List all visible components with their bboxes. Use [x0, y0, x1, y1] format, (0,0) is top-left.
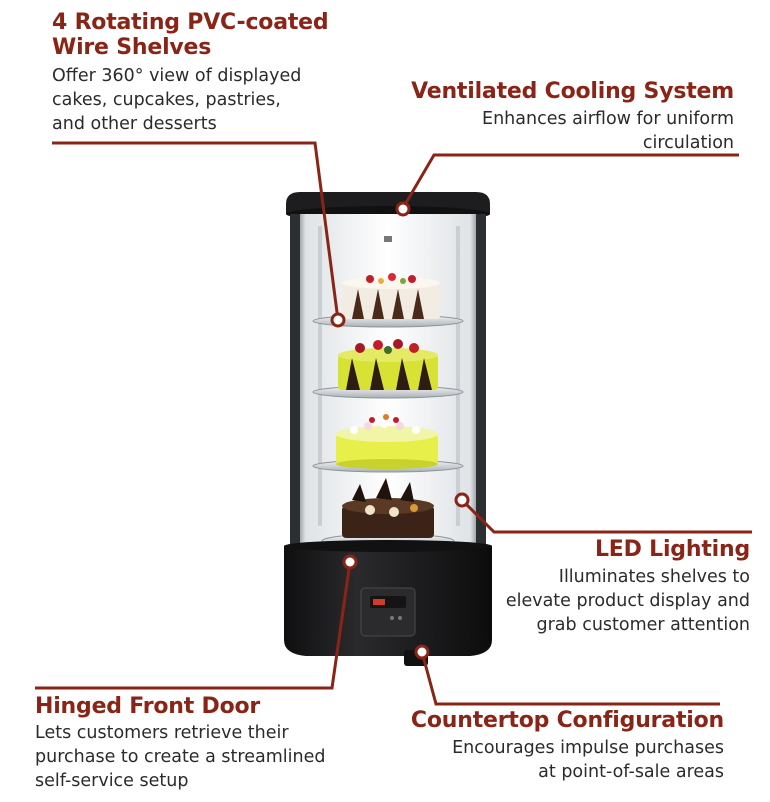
feature-title-led: LED Lighting: [594, 537, 750, 562]
feature-desc-led-line3: grab customer attention: [536, 615, 751, 635]
cake-3-illustration: [336, 414, 438, 469]
feature-desc-cooling-line2: circulation: [642, 133, 734, 153]
feature-desc-cooling-line1: Enhances airflow for uniform: [482, 109, 734, 129]
feature-hinged-door: Hinged Front Door Lets customers retriev…: [35, 694, 355, 793]
feature-desc-door-line1: Lets customers retrieve their: [35, 723, 289, 743]
callout-line-countertop: [420, 651, 720, 706]
circle-dot-icon: [454, 492, 470, 508]
callout-line-led: [461, 499, 752, 534]
cake-1-illustration: [342, 273, 440, 319]
feature-ventilated-cooling: Ventilated Cooling System Enhances airfl…: [404, 79, 734, 155]
feature-desc-shelves-line3: and other desserts: [52, 114, 217, 134]
feature-countertop-configuration: Countertop Configuration Encourages impu…: [384, 708, 724, 784]
feature-title-cooling: Ventilated Cooling System: [411, 79, 734, 104]
callout-markers: [330, 201, 470, 660]
cake-2-illustration: [338, 339, 438, 390]
feature-title-door: Hinged Front Door: [35, 694, 261, 719]
feature-desc-led-line2: elevate product display and: [505, 591, 750, 611]
feature-desc-countertop-line1: Encourages impulse purchases: [452, 738, 724, 758]
feature-rotating-shelves: 4 Rotating PVC-coated Wire Shelves Offer…: [52, 10, 372, 136]
circle-dot-icon: [395, 201, 411, 217]
feature-desc-shelves-line2: cakes, cupcakes, pastries,: [52, 90, 281, 110]
callout-line-cooling: [401, 153, 739, 209]
cake-4-illustration: [342, 478, 434, 538]
feature-desc-countertop-line2: at point-of-sale areas: [538, 762, 724, 782]
feature-desc-cooling: Enhances airflow for uniform circulation: [404, 107, 734, 155]
feature-desc-door-line3: self-service setup: [35, 771, 189, 791]
feature-title-shelves-line2: Wire Shelves: [52, 35, 212, 60]
callout-line-door: [35, 561, 352, 690]
feature-led-lighting: LED Lighting Illuminates shelves to elev…: [450, 537, 750, 637]
feature-desc-led-line1: Illuminates shelves to: [558, 567, 750, 587]
feature-desc-shelves: Offer 360° view of displayed cakes, cupc…: [52, 64, 372, 136]
circle-dot-icon: [414, 644, 430, 660]
callout-line-shelves: [52, 141, 340, 321]
feature-title-shelves: 4 Rotating PVC-coated Wire Shelves: [52, 10, 372, 60]
circle-dot-icon: [342, 554, 358, 570]
callout-lines: [35, 141, 752, 706]
feature-title-shelves-line1: 4 Rotating PVC-coated: [52, 10, 329, 35]
feature-desc-countertop: Encourages impulse purchases at point-of…: [384, 736, 724, 784]
feature-desc-shelves-line1: Offer 360° view of displayed: [52, 66, 302, 86]
circle-dot-icon: [330, 312, 346, 328]
feature-desc-led: Illuminates shelves to elevate product d…: [450, 565, 750, 637]
feature-desc-door-line2: purchase to create a streamlined: [35, 747, 326, 767]
feature-title-countertop: Countertop Configuration: [410, 708, 724, 733]
feature-desc-door: Lets customers retrieve their purchase t…: [35, 721, 355, 793]
